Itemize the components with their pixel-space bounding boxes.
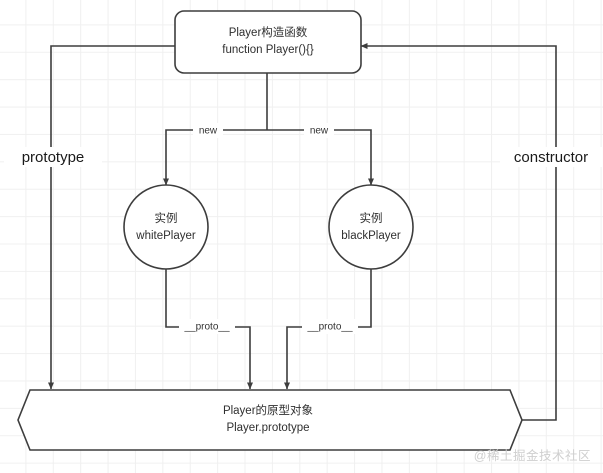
edge-new-left bbox=[162, 129, 267, 186]
constructor-label-bg bbox=[500, 147, 603, 167]
edge-prototype bbox=[47, 45, 175, 390]
node-instance-whiteplayer-line2: whitePlayer bbox=[135, 230, 196, 242]
prototype-label-bg bbox=[4, 147, 102, 167]
node-instance-blackplayer bbox=[328, 184, 414, 270]
node-player-constructor bbox=[174, 10, 362, 74]
edge-label-new-right: new bbox=[310, 126, 329, 137]
node-player-prototype-line1: Player的原型对象 bbox=[223, 403, 313, 417]
side-label-prototype: prototype bbox=[22, 149, 85, 166]
proto-right-label-bg bbox=[302, 319, 358, 334]
node-instance-whiteplayer bbox=[123, 184, 209, 270]
edge-label-proto-left: __proto__ bbox=[183, 322, 229, 333]
node-player-constructor-line2: function Player(){} bbox=[222, 44, 314, 56]
node-player-prototype bbox=[17, 389, 523, 451]
node-instance-whiteplayer-line1: 实例 bbox=[155, 211, 178, 225]
node-instance-blackplayer-line1: 实例 bbox=[360, 211, 383, 225]
edge-label-proto-right: __proto__ bbox=[306, 322, 352, 333]
node-player-constructor-line1: Player构造函数 bbox=[229, 25, 308, 39]
node-player-prototype-line2: Player.prototype bbox=[226, 422, 309, 434]
edge-new-right bbox=[267, 129, 375, 186]
new-right-label-bg bbox=[304, 123, 334, 138]
edge-constructor bbox=[360, 42, 557, 421]
new-left-label-bg bbox=[193, 123, 223, 138]
edge-label-new-left: new bbox=[199, 126, 218, 137]
proto-left-label-bg bbox=[179, 319, 235, 334]
node-instance-blackplayer-line2: blackPlayer bbox=[341, 230, 401, 242]
side-label-constructor: constructor bbox=[514, 149, 588, 166]
watermark: @稀土掘金技术社区 bbox=[473, 449, 591, 463]
